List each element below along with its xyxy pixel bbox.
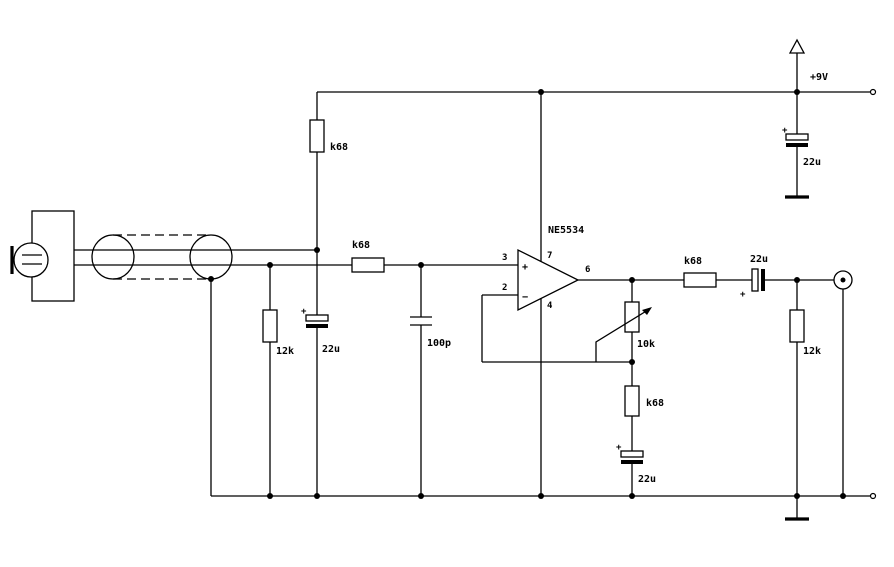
opamp-pin-4: 4 (547, 301, 553, 311)
opamp-minus-sign: − (522, 292, 528, 303)
supply-cap-polarity: + (782, 126, 788, 136)
opamp-plus-sign: + (522, 262, 528, 273)
opamp-triangle-icon (517, 248, 580, 312)
gain-potentiometer: 10k (595, 280, 655, 386)
output-resistor-label: k68 (684, 256, 702, 267)
input-capacitor: 100p (410, 265, 451, 496)
opamp: + − NE5534 3 2 7 4 6 (481, 92, 684, 496)
opamp-pin-6: 6 (585, 265, 590, 275)
output-jack[interactable] (833, 270, 853, 496)
gain-resistor: k68 (624, 385, 664, 451)
bias-cap-polarity: + (301, 307, 307, 317)
opamp-pin-3: 3 (502, 253, 507, 263)
bias-resistor: k68 (309, 92, 348, 250)
supply-label: +9V (810, 72, 828, 83)
microphone (10, 210, 352, 302)
input-shunt-label: 12k (276, 346, 294, 357)
input-resistor-label: k68 (352, 240, 370, 251)
input-cap-label: 100p (427, 338, 451, 349)
supply-capacitor: + 22u (782, 92, 821, 199)
supply-arrow-icon (788, 38, 806, 54)
supply-symbol: +9V (788, 38, 828, 92)
bias-capacitor: + 22u (301, 250, 340, 496)
input-shunt-resistor: 12k (262, 265, 294, 496)
opamp-pin-2: 2 (502, 283, 507, 293)
supply-cap-label: 22u (803, 157, 821, 168)
ground-terminal[interactable] (869, 492, 877, 500)
gain-capacitor: + 22u (616, 443, 656, 496)
output-cap-polarity: + (740, 290, 746, 300)
shielded-cable (91, 234, 233, 496)
output-resistor: k68 (683, 256, 752, 288)
output-capacitor: + 22u (740, 254, 834, 300)
supply-terminal[interactable] (869, 88, 877, 96)
gain-cap-label: 22u (638, 474, 656, 485)
gain-resistor-label: k68 (646, 398, 664, 409)
bias-resistor-label: k68 (330, 142, 348, 153)
microphone-icon (13, 242, 49, 278)
output-shunt-label: 12k (803, 346, 821, 357)
opamp-pin-7: 7 (547, 251, 552, 261)
bias-cap-label: 22u (322, 344, 340, 355)
output-cap-label: 22u (750, 254, 768, 265)
output-shunt-resistor: 12k (785, 280, 821, 521)
gain-pot-label: 10k (637, 339, 655, 350)
supply-rail (317, 88, 877, 96)
gain-cap-polarity: + (616, 443, 622, 453)
pot-arrow-icon (642, 307, 652, 315)
input-resistor: k68 (351, 240, 518, 273)
opamp-part-label: NE5534 (548, 225, 584, 236)
junction-dots (208, 89, 846, 499)
